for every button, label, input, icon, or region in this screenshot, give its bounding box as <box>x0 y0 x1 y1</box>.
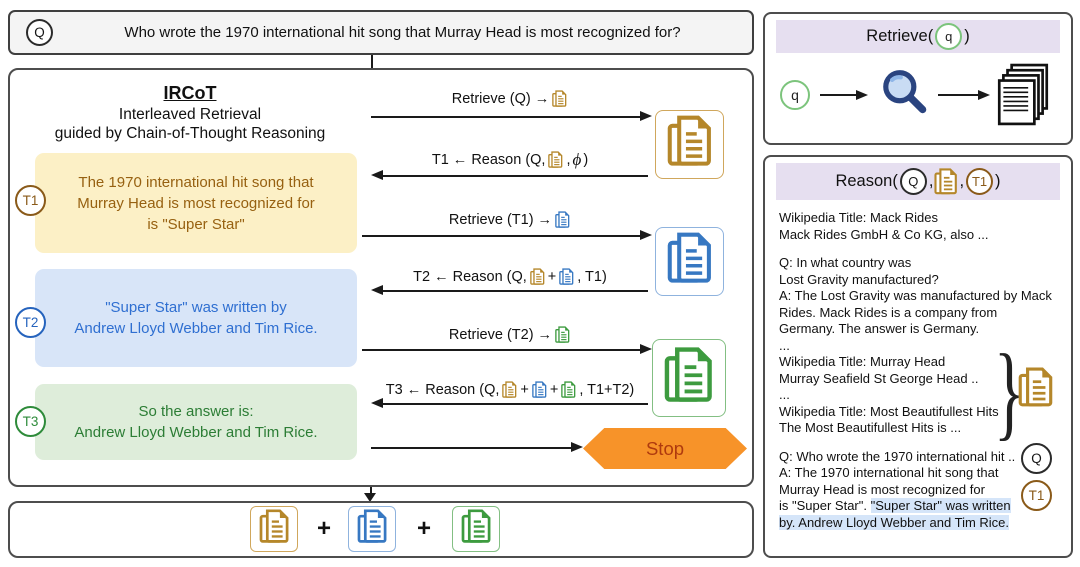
arrow-label-reason-t1: T1 ← Reason (Q, , ϕ ) <box>431 150 589 169</box>
circle-badge-Q: Q <box>899 168 927 195</box>
plus-sign: + <box>416 515 431 542</box>
arrow-retrieve-t2 <box>362 349 640 351</box>
plus-sign: + <box>316 515 331 542</box>
stop-node: Stop <box>583 428 747 469</box>
green-document-icon <box>555 326 570 344</box>
gold-paragraphs-box <box>655 110 724 179</box>
gold-document-icon <box>548 151 563 169</box>
green-document-icon <box>561 381 576 399</box>
arrow-label-reason-t2: T2 ← Reason (Q, + , T1) <box>413 268 607 286</box>
blue-documents-icon <box>357 508 388 550</box>
arrow-retrieve-t1 <box>362 235 640 237</box>
blue-document-icon <box>532 381 547 399</box>
arrowhead-left-icon <box>371 398 383 408</box>
arrowhead-right-icon <box>640 111 652 121</box>
blue-docs-result-box <box>348 506 396 552</box>
flow-arrow <box>938 94 978 96</box>
thought-1-badge: T1 <box>15 185 46 216</box>
blue-paragraphs-box <box>655 227 724 296</box>
retrieve-panel-header: Retrieve(q ) <box>776 20 1060 53</box>
arrow-label-retrieve-t1: Retrieve (T1) → <box>372 211 648 229</box>
query-badge: q <box>780 80 810 110</box>
arrowhead-right-icon <box>856 89 868 100</box>
bottom-connector-line <box>370 487 372 495</box>
ircot-subtitle-2: guided by Chain-of-Thought Reasoning <box>54 125 326 142</box>
ircot-title: IRCoT <box>163 83 217 103</box>
gold-document-icon <box>502 381 517 399</box>
arrowhead-right-icon <box>571 442 583 452</box>
ircot-title-block: IRCoT Interleaved Retrieval guided by Ch… <box>40 84 340 143</box>
circle-badge-T1: T1 <box>966 168 994 195</box>
thought-2-badge: T2 <box>15 307 46 338</box>
thought-1-badge-annotation: T1 <box>1021 480 1052 511</box>
question-bar: Q Who wrote the 1970 international hit s… <box>8 10 754 55</box>
green-documents-icon <box>664 346 714 411</box>
arrowhead-left-icon <box>371 170 383 180</box>
blue-document-icon <box>559 268 574 286</box>
gold-documents-icon <box>667 115 713 174</box>
arrow-label-retrieve-t2: Retrieve (T2) → <box>372 326 648 344</box>
arrow-reason-t3 <box>382 403 648 405</box>
gold-documents-icon <box>1018 367 1054 414</box>
gold-documents-icon <box>259 508 290 550</box>
gold-document-icon <box>530 268 545 286</box>
gold-documents-icon <box>934 167 958 196</box>
question-badge-annotation: Q <box>1021 443 1052 474</box>
question-text: Who wrote the 1970 international hit son… <box>124 24 681 41</box>
flow-arrow <box>820 94 856 96</box>
blue-document-icon <box>555 211 570 229</box>
q-badge: Q <box>26 19 53 46</box>
thought-3-box: So the answer is:Andrew Lloyd Webber and… <box>35 384 357 460</box>
blue-documents-icon <box>667 232 713 291</box>
arrow-label-retrieve-q: Retrieve (Q) → <box>372 90 648 108</box>
circle-badge-q: q <box>935 23 963 50</box>
arrow-retrieve-q <box>371 116 640 118</box>
thought-3-badge: T3 <box>15 406 46 437</box>
arrowhead-left-icon <box>371 285 383 295</box>
gold-document-icon <box>552 90 567 108</box>
green-docs-result-box <box>452 506 500 552</box>
reason-panel-header: Reason(Q, , T1) <box>776 163 1060 200</box>
search-icon <box>878 67 932 126</box>
arrowhead-right-icon <box>640 344 652 354</box>
ircot-subtitle-1: Interleaved Retrieval <box>118 106 262 123</box>
arrow-reason-t1 <box>382 175 648 177</box>
gold-docs-result-box <box>250 506 298 552</box>
arrow-to-stop <box>371 447 571 449</box>
arrowhead-right-icon <box>978 89 990 100</box>
green-documents-icon <box>461 508 492 550</box>
document-stack-icon <box>994 63 1052 132</box>
arrow-reason-t2 <box>382 290 648 292</box>
arrowhead-right-icon <box>640 230 652 240</box>
green-paragraphs-box <box>652 339 726 417</box>
arrow-label-reason-t3: T3 ← Reason (Q, + + , T1+T2) <box>385 381 635 399</box>
arrowhead-down-icon <box>364 493 376 502</box>
